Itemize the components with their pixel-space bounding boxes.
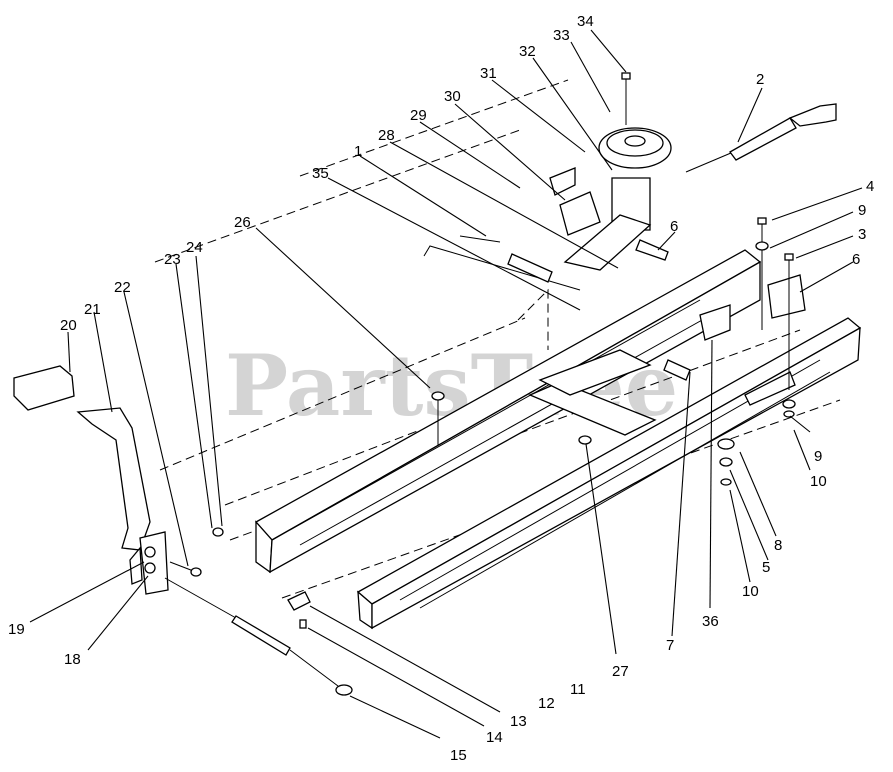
top-bracket bbox=[549, 167, 576, 196]
hardware-right bbox=[755, 217, 796, 418]
callout-9-upper: 9 bbox=[858, 202, 866, 219]
pulley-bolt bbox=[621, 72, 631, 125]
callout-6-upper: 6 bbox=[670, 218, 678, 235]
callout-24: 24 bbox=[186, 239, 203, 256]
side-bracket bbox=[767, 274, 806, 319]
brake-rod-spring bbox=[423, 235, 581, 291]
callout-35: 35 bbox=[312, 165, 329, 182]
callout-27: 27 bbox=[612, 663, 629, 680]
left-frame-rail bbox=[254, 249, 762, 574]
nut-26 bbox=[431, 391, 445, 401]
callout-6-right: 6 bbox=[852, 251, 860, 268]
callout-15: 15 bbox=[450, 747, 467, 764]
callout-12: 12 bbox=[538, 695, 555, 712]
callout-21: 21 bbox=[84, 301, 101, 318]
callout-13: 13 bbox=[510, 713, 527, 730]
brake-pedal bbox=[13, 365, 169, 595]
callout-7: 7 bbox=[666, 637, 674, 654]
callout-1: 1 bbox=[354, 143, 362, 160]
leader-lines bbox=[29, 29, 863, 739]
callout-14: 14 bbox=[486, 729, 503, 746]
callout-32: 32 bbox=[519, 43, 536, 60]
callout-10-lower: 10 bbox=[742, 583, 759, 600]
callout-5: 5 bbox=[762, 559, 770, 576]
callout-20: 20 bbox=[60, 317, 77, 334]
callout-28: 28 bbox=[378, 127, 395, 144]
callout-9-lower: 9 bbox=[814, 448, 822, 465]
callout-23: 23 bbox=[164, 251, 181, 268]
callout-3: 3 bbox=[858, 226, 866, 243]
callout-19: 19 bbox=[8, 621, 25, 638]
extension-spring bbox=[685, 103, 837, 173]
callout-8: 8 bbox=[774, 537, 782, 554]
shoulder-bolt bbox=[635, 239, 669, 261]
callout-36: 36 bbox=[702, 613, 719, 630]
rod-end-fitting bbox=[663, 359, 691, 381]
pedal-bolt bbox=[169, 527, 224, 577]
callout-2: 2 bbox=[756, 71, 764, 88]
callout-labels: 34 33 32 31 30 29 28 1 35 2 4 9 3 6 6 26… bbox=[8, 13, 874, 764]
nut-27 bbox=[578, 435, 592, 445]
callout-29: 29 bbox=[410, 107, 427, 124]
callout-22: 22 bbox=[114, 279, 131, 296]
callout-4: 4 bbox=[866, 178, 874, 195]
right-frame-rail bbox=[356, 317, 862, 630]
callout-33: 33 bbox=[553, 27, 570, 44]
callout-30: 30 bbox=[444, 88, 461, 105]
brake-linkage-rod bbox=[164, 577, 353, 696]
callout-10-right: 10 bbox=[810, 473, 827, 490]
callout-11: 11 bbox=[570, 681, 586, 698]
callout-31: 31 bbox=[480, 65, 497, 82]
callout-26: 26 bbox=[234, 214, 251, 231]
callout-34: 34 bbox=[577, 13, 594, 30]
idler-pulley bbox=[598, 127, 672, 169]
hardware-stack bbox=[717, 438, 735, 486]
idler-arm-bracket bbox=[559, 177, 652, 271]
rod-clip bbox=[287, 591, 311, 629]
callout-18: 18 bbox=[64, 651, 81, 668]
cross-member-plate bbox=[528, 304, 796, 436]
